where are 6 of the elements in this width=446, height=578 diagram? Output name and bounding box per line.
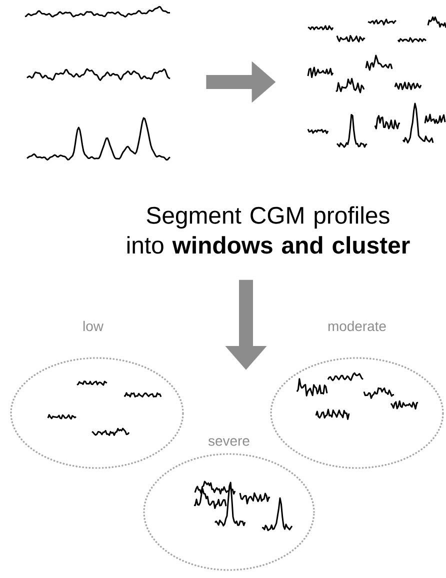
node-label: severe (208, 438, 250, 446)
node-label: moderate (328, 320, 386, 332)
heading: Segment CGM profiles into windows and cluster (127, 206, 410, 254)
node-label: low (83, 320, 104, 332)
glucose-trace-drawing (307, 16, 446, 148)
glucose-trace-drawing (24, 6, 171, 161)
